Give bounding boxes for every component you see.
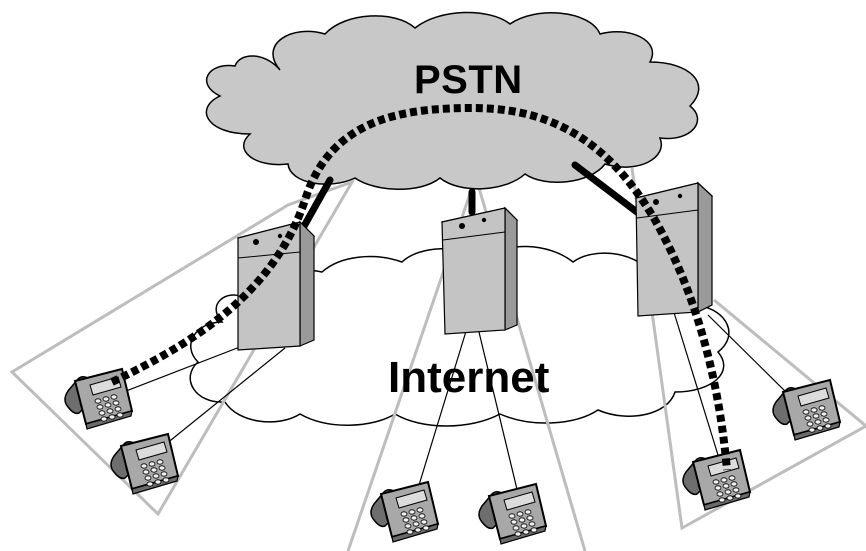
phone-right-lower (682, 449, 751, 511)
phone-center-right (478, 483, 547, 545)
phone-left-upper (64, 368, 133, 430)
zone-right (630, 167, 866, 531)
pstn-cloud (205, 11, 700, 190)
gateway-center (440, 206, 519, 335)
phone-center-left (370, 481, 439, 543)
phone-left-lower (110, 433, 179, 495)
zone-left (9, 179, 356, 517)
zone-outlines (9, 167, 866, 551)
call-path (110, 103, 731, 471)
